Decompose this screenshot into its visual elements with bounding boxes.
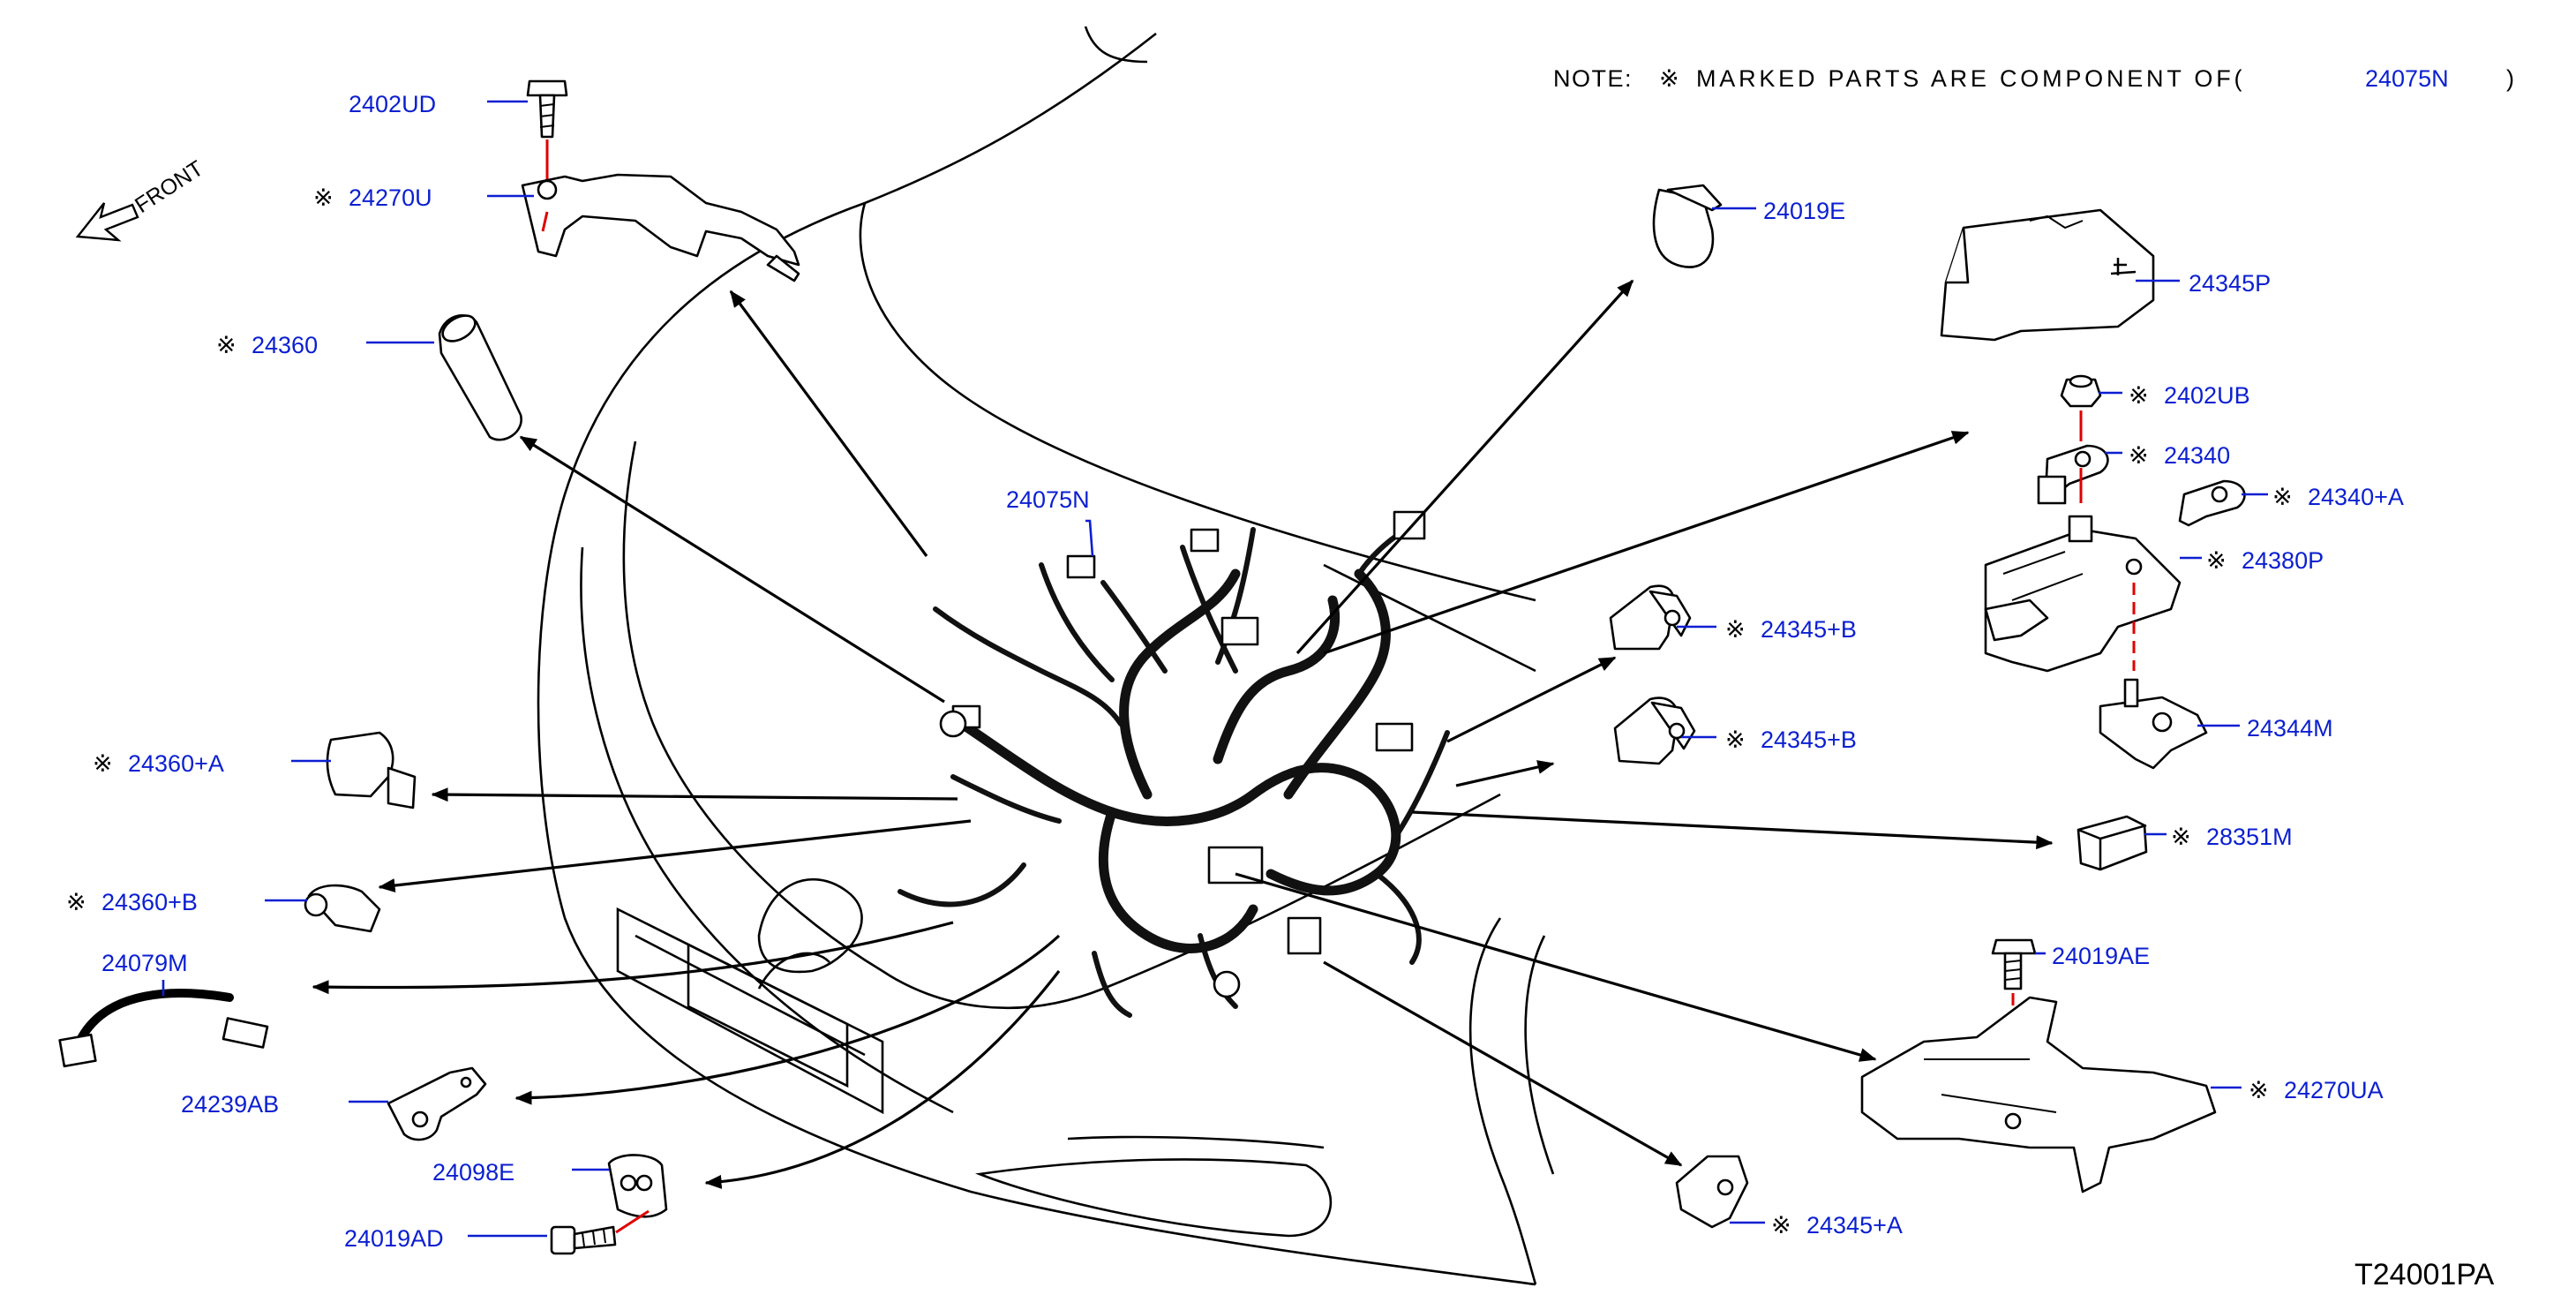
diagram-reference-code: T24001PA [2354,1258,2494,1291]
part-number[interactable]: 2402UB [2164,382,2250,409]
part-number[interactable]: 24360+B [101,889,198,915]
part-number[interactable]: 24360+A [128,750,224,777]
part-label-24345-plus-a[interactable]: ※ 24345+A [1771,1212,1903,1239]
part-label-24360-plus-a[interactable]: ※ 24360+A [93,750,224,778]
component-mark: ※ [1725,616,1746,644]
part-number[interactable]: 24075N [1006,486,1090,513]
part-label-24345-plus-b[interactable]: ※ 24345+B [1725,727,1857,754]
cable-icon[interactable] [58,989,269,1068]
part-number[interactable]: 24340+A [2308,484,2404,510]
main-wire-harness[interactable] [897,510,1450,1018]
connector-icon[interactable] [2077,815,2148,871]
component-mark: ※ [1771,1212,1791,1239]
part-label-24360-plus-b[interactable]: ※ 24360+B [66,889,198,916]
component-mark: ※ [2171,824,2191,851]
holder-bottom-icon[interactable] [1675,1155,1749,1229]
large-bracket-icon[interactable] [1860,996,2217,1193]
part-label-2402ud[interactable]: 2402UD [349,91,436,117]
component-mark: ※ [2206,547,2227,575]
part-drawings [58,79,2246,1255]
terminal-cap-icon[interactable] [438,311,522,441]
part-number[interactable]: 24270UA [2284,1077,2384,1103]
terminal-small-icon[interactable] [2178,479,2246,527]
component-mark: ※ [313,184,334,212]
part-label-24075n[interactable]: 24075N [1006,486,1090,513]
note: NOTE: ※ MARKED PARTS ARE COMPONENT OF( 2… [1553,65,2516,93]
note-text: MARKED PARTS ARE COMPONENT OF( [1696,65,2243,92]
component-mark: ※ [93,750,113,778]
svg-text:): ) [2506,65,2516,92]
part-number[interactable]: 24270U [349,184,432,211]
terminal-boot-icon[interactable] [304,884,381,933]
terminal-icon[interactable] [2037,444,2109,505]
part-number[interactable]: 24019AD [344,1225,444,1252]
part-number[interactable]: 2402UD [349,91,436,117]
ground-bolt-icon[interactable] [550,1225,617,1255]
pointer-arrows [312,279,2054,1189]
component-mark: ※ [66,889,86,916]
part-number[interactable]: 24345+A [1806,1212,1903,1238]
holder-upper-icon[interactable] [1609,584,1692,651]
part-number[interactable]: 24345+B [1761,727,1857,753]
part-label-24079m[interactable]: 24079M [101,950,188,976]
terminal-cover-icon[interactable] [326,731,417,809]
nut-icon[interactable] [2060,374,2102,408]
part-label-2402ub[interactable]: ※ 2402UB [2129,382,2250,410]
ground-plate-icon[interactable] [607,1154,668,1218]
part-label-24270ua[interactable]: ※ 24270UA [2249,1077,2384,1104]
clip-icon[interactable] [1652,184,1723,268]
fuse-block-cover-icon[interactable] [1940,208,2155,342]
bracket-icon[interactable] [521,173,800,282]
part-number[interactable]: 24079M [101,950,188,976]
leader-lines [161,100,2268,1238]
bolt-icon[interactable] [526,79,568,139]
front-label: FRONT [131,156,207,218]
component-mark: ※ [2129,382,2149,410]
svg-text:※: ※ [1659,65,1679,93]
part-label-24019ad[interactable]: 24019AD [344,1225,444,1252]
bracket-bolt-icon[interactable] [1991,938,2037,990]
part-label-28351m[interactable]: ※ 28351M [2171,824,2293,851]
part-number[interactable]: 24019E [1763,198,1845,224]
component-mark: ※ [1725,727,1746,754]
front-indicator: FRONT [75,156,207,242]
part-number[interactable]: 24239AB [181,1091,279,1118]
battery-terminal-icon[interactable] [2099,678,2208,770]
part-label-24270u[interactable]: ※ 24270U [313,184,432,212]
part-label-24345p[interactable]: 24345P [2189,270,2271,297]
part-label-24360[interactable]: ※ 24360 [216,332,318,359]
part-label-24019ae[interactable]: 24019AE [2052,943,2150,969]
part-number[interactable]: 24380P [2242,547,2324,574]
part-number[interactable]: 24344M [2247,715,2333,742]
component-mark: ※ [2129,442,2149,470]
part-label-24380p[interactable]: ※ 24380P [2206,547,2324,575]
vehicle-body-outline [537,26,1555,1286]
part-label-24345-plus-b[interactable]: ※ 24345+B [1725,616,1857,644]
fuse-block-icon[interactable] [1984,515,2182,673]
svg-text:NOTE:: NOTE: [1553,65,1633,92]
component-mark: ※ [2272,484,2293,511]
component-mark: ※ [216,332,237,359]
part-label-24340[interactable]: ※ 24340 [2129,442,2230,470]
part-label-24340-plus-a[interactable]: ※ 24340+A [2272,484,2404,511]
part-number[interactable]: 24340 [2164,442,2230,469]
part-number[interactable]: 24098E [432,1159,514,1186]
part-number[interactable]: 24345+B [1761,616,1857,643]
front-arrow-icon [75,202,139,242]
part-number[interactable]: 28351M [2206,824,2293,850]
part-label-24019e[interactable]: 24019E [1763,198,1845,224]
holder-lower-icon[interactable] [1613,696,1696,765]
part-number[interactable]: 24360 [252,332,318,358]
part-label-24239ab[interactable]: 24239AB [181,1091,279,1118]
part-label-24098e[interactable]: 24098E [432,1159,514,1186]
part-number[interactable]: 24345P [2189,270,2271,297]
part-label-24344m[interactable]: 24344M [2247,715,2333,742]
mounting-bracket-icon[interactable] [387,1066,487,1141]
component-mark: ※ [2249,1077,2269,1104]
note-part-number[interactable]: 24075N [2365,65,2449,92]
part-labels: 2402UD ※ 24270U ※ 24360 24075N ※ 24360+A ※ 24360+… [66,91,2404,1252]
part-number[interactable]: 24019AE [2052,943,2150,969]
